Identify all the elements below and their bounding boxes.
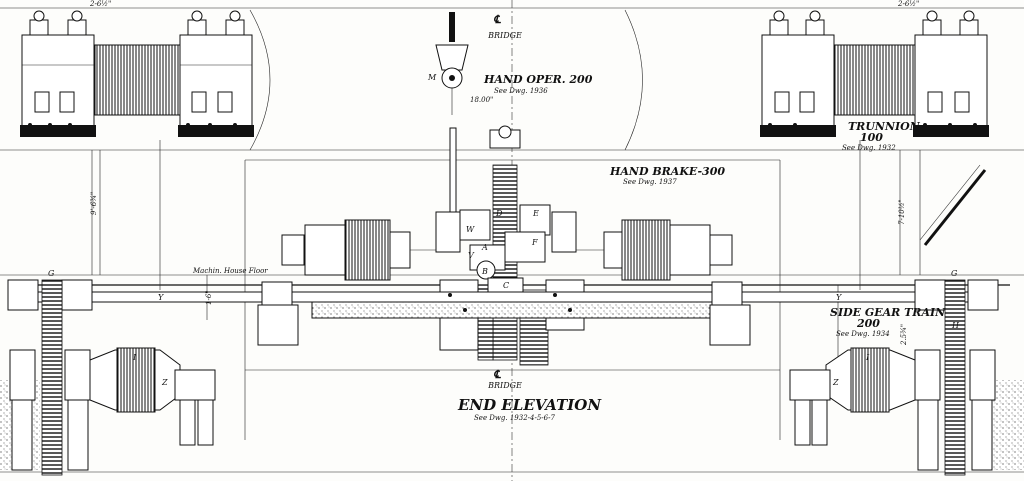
center-gear-stack (435, 125, 585, 366)
shaft-mark-y-right: Y (836, 293, 842, 302)
bolt-dots (28, 123, 977, 312)
dim-left-small: 1-6" (205, 291, 213, 306)
dim-right-small: 2.5¾" (900, 324, 908, 346)
side-gear-train-title-2: 200 (856, 317, 880, 330)
hand-operator (435, 12, 469, 115)
gear-letter-f: F (531, 238, 538, 247)
motors (281, 219, 733, 281)
shaft-mark-y-left: Y (158, 293, 164, 302)
side-gear-left (0, 279, 299, 476)
gear-letter-v: V (468, 251, 475, 260)
centerline-mark-top: ℄ (493, 13, 501, 26)
shaft-mark-m: M (427, 73, 437, 82)
bridge-label-bottom: BRIDGE (487, 381, 522, 390)
dim-left-vertical: 9'-6¾" (90, 192, 98, 215)
centerline-mark-bottom: ℄ (493, 368, 501, 381)
hand-oper-dim: 18.00" (470, 96, 493, 104)
end-elevation-title: END ELEVATION (457, 396, 602, 414)
shaft-mark-z-left: Z (161, 378, 168, 387)
trunnion-ref: See Dwg. 1932 (842, 144, 896, 152)
bridge-label-top: BRIDGE (487, 31, 522, 40)
gear-letter-w: W (466, 225, 475, 234)
gear-letter-c: C (503, 281, 509, 290)
side-gear-train-ref: See Dwg. 1934 (836, 330, 890, 338)
hand-brake-title: HAND BRAKE-300 (609, 165, 725, 178)
shaft-mark-i-right: I (865, 353, 870, 362)
hand-oper-ref: See Dwg. 1936 (494, 87, 548, 95)
machin-house-floor-label: Machin. House Floor (192, 267, 268, 275)
shaft-mark-g-left: G (48, 269, 55, 278)
labels: ℄ BRIDGE HAND OPER. 200 See Dwg. 1936 18… (89, 0, 946, 422)
trunnion-title-2: 100 (860, 131, 883, 144)
gear-letter-d: D (495, 209, 503, 218)
hand-oper-title: HAND OPER. 200 (483, 73, 593, 86)
trunnion-left (20, 10, 254, 137)
shaft-mark-h: H (951, 321, 960, 330)
trunnion-right (760, 10, 989, 137)
trunnion-title-1: TRUNNION (848, 120, 921, 133)
gear-letter-a: A (481, 243, 488, 252)
dim-right-vertical: 7-10½" (898, 199, 906, 225)
shaft-mark-i-left: I (132, 353, 137, 362)
shaft-marks: Y Y I I Z Z G G H M (48, 73, 960, 387)
side-gear-train-title-1: SIDE GEAR TRAIN (830, 306, 946, 319)
gear-letters: D E W V A F B C (466, 209, 539, 290)
hand-brake-ref: See Dwg. 1937 (623, 178, 677, 186)
end-elevation-ref: See Dwg. 1932-4-5-6-7 (474, 414, 555, 422)
dim-top-right: 2-6½" (897, 0, 919, 8)
side-gear-right (709, 279, 1024, 476)
dim-top-left: 2-6½" (89, 0, 111, 8)
shaft-mark-z-right: Z (832, 378, 839, 387)
gear-letter-b: B (481, 267, 488, 276)
shaft-mark-g-right: G (951, 269, 958, 278)
gear-letter-e: E (532, 209, 539, 218)
